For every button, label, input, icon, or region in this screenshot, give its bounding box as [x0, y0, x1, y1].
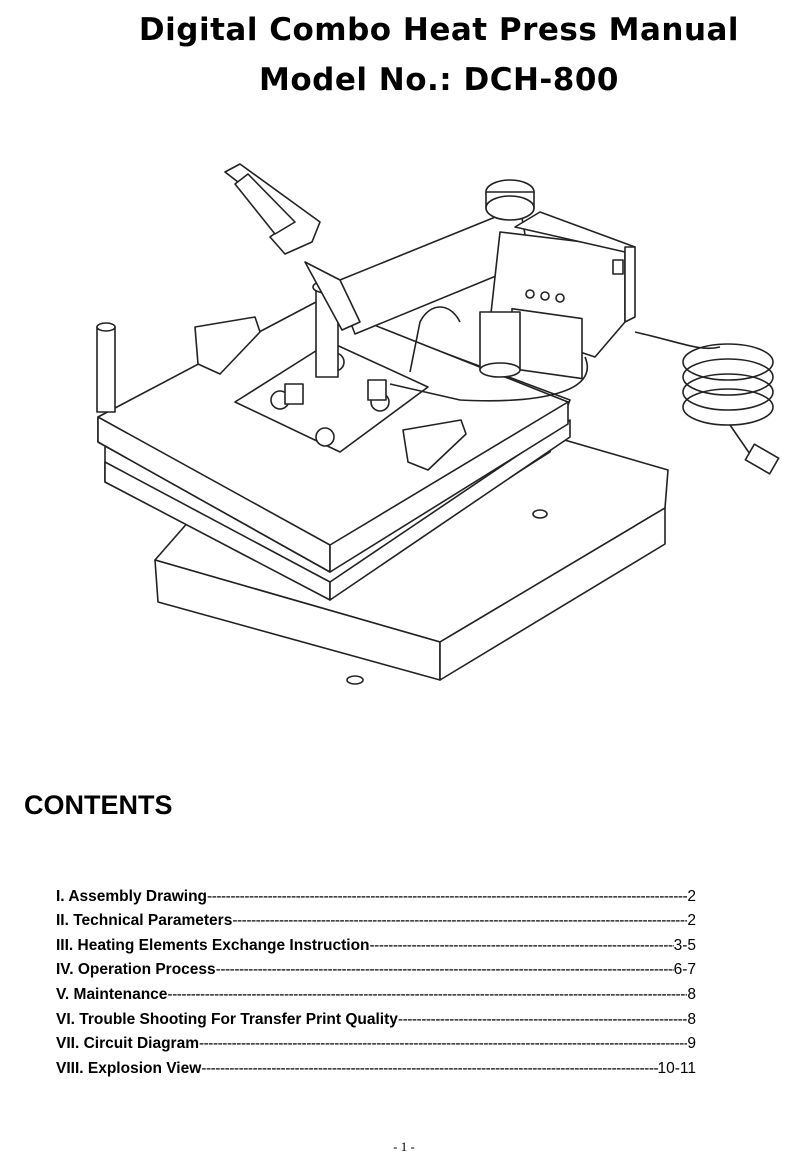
toc-label: I. Assembly Drawing	[56, 887, 208, 905]
toc-page: 6-7	[673, 961, 696, 979]
toc-label: VIII. Explosion View	[56, 1059, 202, 1077]
toc-page: 8	[687, 985, 696, 1003]
toc-page: 2	[687, 887, 696, 905]
toc-item: IV. Operation Process 6-7	[56, 955, 696, 980]
toc-item: I. Assembly Drawing 2	[56, 881, 696, 906]
toc-label: VI. Trouble Shooting For Transfer Print …	[56, 1010, 398, 1028]
contents-heading: CONTENTS	[24, 790, 173, 820]
page-number: - 1 -	[393, 1139, 415, 1154]
toc-item: VI. Trouble Shooting For Transfer Print …	[56, 1004, 696, 1029]
toc-label: VII. Circuit Diagram	[56, 1035, 199, 1053]
toc-item: III. Heating Elements Exchange Instructi…	[56, 930, 696, 955]
toc-leader	[232, 912, 687, 930]
toc-item: V. Maintenance 8	[56, 979, 696, 1004]
toc-page: 10-11	[657, 1059, 697, 1077]
toc-leader	[216, 961, 674, 979]
toc-item: II. Technical Parameters 2	[56, 906, 696, 931]
toc-leader	[201, 1060, 657, 1078]
toc-leader	[207, 888, 687, 906]
toc-leader	[167, 986, 687, 1004]
table-of-contents: I. Assembly Drawing 2 II. Technical Para…	[56, 881, 696, 1078]
model-number: Model No.: DCH-800	[259, 62, 619, 98]
toc-page: 2	[687, 912, 696, 930]
manual-title: Digital Combo Heat Press Manual	[138, 12, 740, 48]
toc-label: II. Technical Parameters	[56, 912, 233, 930]
heat-press-illustration	[96, 163, 780, 685]
toc-item: VIII. Explosion View 10-11	[56, 1053, 696, 1078]
toc-label: V. Maintenance	[56, 985, 168, 1003]
toc-leader	[370, 937, 674, 955]
toc-leader	[199, 1035, 687, 1053]
toc-item: VII. Circuit Diagram 9	[56, 1029, 696, 1054]
toc-leader	[398, 1011, 687, 1029]
toc-page: 9	[687, 1035, 696, 1053]
toc-page: 8	[687, 1010, 696, 1028]
toc-label: IV. Operation Process	[56, 961, 216, 979]
toc-label: III. Heating Elements Exchange Instructi…	[56, 936, 370, 954]
toc-page: 3-5	[673, 936, 696, 954]
